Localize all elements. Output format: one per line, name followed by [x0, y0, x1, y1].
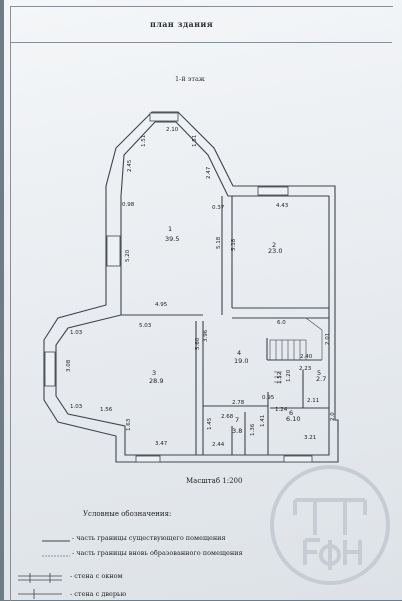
dim-label: 1.51 [192, 135, 198, 147]
legend-window-wall [18, 573, 62, 583]
dim-label: 2.10 [166, 127, 179, 133]
dim-label: 2.68 [221, 414, 234, 420]
legend-title: Условные обозначения: [83, 510, 172, 518]
outer-wall [43, 111, 339, 463]
room-area: 19.0 [234, 357, 248, 365]
dim-label: 1.41 [260, 415, 266, 427]
legend-item: - часть границы вновь образованного поме… [72, 549, 243, 557]
dim-label: 2.45 [127, 159, 133, 172]
floor-label: 1-й этаж [175, 75, 205, 83]
title-band [10, 6, 392, 43]
window [257, 186, 289, 196]
dim-label: 5.18 [216, 236, 222, 249]
dim-label: 1.45 [207, 417, 213, 430]
dim-label: 5.60 [195, 337, 201, 350]
room-num: 4 [237, 349, 241, 357]
dim-label: 2.23 [299, 366, 312, 372]
dim-label: 3.21 [304, 435, 316, 441]
room-area: 39.5 [165, 235, 179, 243]
room-num: 1 [168, 225, 172, 233]
scale-label: Масштаб 1:200 [186, 477, 243, 485]
dim-label: 2.0 [330, 412, 336, 421]
dim-label: 3.96 [203, 329, 209, 342]
dim-label: 2.11 [307, 398, 319, 404]
dim-label: 2.47 [206, 166, 212, 179]
dim-label: 3.47 [155, 441, 168, 447]
dim-label: 2.40 [300, 354, 313, 360]
dim-label: 6.0 [277, 320, 286, 326]
window [106, 235, 121, 267]
legend-item: - часть границы существующего помещения [72, 534, 226, 542]
dim-label: 4.43 [276, 203, 289, 209]
dim-label: 1.03 [70, 330, 83, 336]
dim-label: 1.63 [126, 418, 132, 431]
document-title: план здания [150, 19, 214, 29]
dim-label: 1.51 [141, 135, 147, 147]
dim-label: 1.24 [275, 407, 288, 413]
room-area: 6.10 [286, 415, 300, 423]
dim-label: 1.52 [277, 372, 283, 384]
dim-label: 4.95 [155, 302, 168, 308]
stairs [305, 317, 323, 360]
dim-label: 1.03 [70, 404, 83, 410]
room-num: 5 [317, 369, 321, 377]
dim-label: 1.20 [286, 369, 292, 382]
dim-label: 5.20 [125, 249, 131, 262]
window [135, 455, 161, 463]
room-num: 7 [235, 416, 239, 424]
drawing-frame [10, 6, 393, 601]
dim-label: 5.18 [231, 238, 237, 251]
window [44, 351, 56, 387]
room-num: 3 [152, 369, 156, 377]
dim-label: 0.95 [262, 395, 275, 401]
dim-label: 0.98 [122, 202, 135, 208]
room-num: 2 [272, 241, 276, 249]
dim-label: 2.44 [212, 442, 225, 448]
room-area: 28.9 [149, 377, 163, 385]
dim-label: 1.56 [100, 407, 113, 413]
room-area: 3.8 [232, 427, 242, 435]
organization-seal [270, 465, 390, 585]
outer-wall-inner [55, 121, 330, 456]
legend-item: - стена с дверью [70, 590, 127, 598]
room-area: 23.0 [268, 247, 282, 255]
legend-item: - стена с окном [70, 572, 123, 580]
dim-label: 3.08 [66, 359, 72, 372]
dim-label: 5.03 [139, 323, 152, 329]
room-num: 6 [289, 409, 293, 417]
dim-label: 1.36 [250, 423, 256, 436]
dim-label: 2.78 [232, 400, 245, 406]
window [283, 455, 313, 463]
dim-label: 0.37 [212, 205, 225, 211]
dim-label: 2.01 [325, 333, 331, 345]
room-area: 2.7 [316, 375, 326, 383]
legend-door-wall [18, 589, 62, 599]
window [149, 112, 179, 122]
